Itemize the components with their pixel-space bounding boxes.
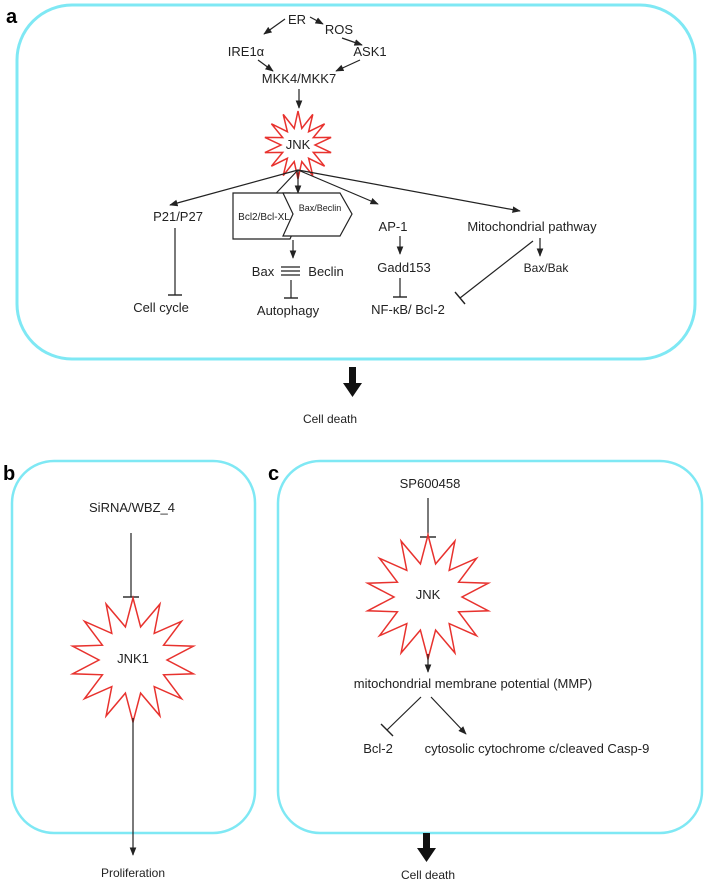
arrow-jnk-ap1 bbox=[297, 169, 379, 205]
arrow-ros-ask1 bbox=[341, 37, 363, 46]
panel-a-letter: a bbox=[6, 6, 18, 28]
panel-b: b SiRNA/WBZ_4 JNK1 Proliferation bbox=[3, 459, 257, 880]
er-label: ER bbox=[288, 12, 306, 27]
panel-c-border bbox=[276, 459, 704, 835]
mito-label: Mitochondrial pathway bbox=[467, 219, 597, 234]
inhibit-mito-line bbox=[459, 240, 534, 299]
panel-a-border bbox=[15, 3, 697, 361]
arrow-jnk-mito bbox=[297, 169, 521, 213]
cell-death-label-a: Cell death bbox=[303, 412, 357, 426]
mkk-label: MKK4/MKK7 bbox=[262, 71, 336, 86]
sp-label: SP600458 bbox=[400, 476, 461, 491]
panel-a: a ER ROS IRE1α ASK1 MKK4/MKK7 JNK P21/P2… bbox=[6, 3, 697, 426]
ap1-label: AP-1 bbox=[379, 219, 408, 234]
arrow-mmp-cytosolic bbox=[430, 696, 467, 735]
proliferation-label: Proliferation bbox=[101, 866, 165, 880]
ire1a-label: IRE1α bbox=[228, 44, 265, 59]
jnk-label-a: JNK bbox=[286, 137, 311, 152]
bcl2-label-c: Bcl-2 bbox=[363, 741, 393, 756]
bax-label: Bax bbox=[252, 264, 275, 279]
cell-cycle-label: Cell cycle bbox=[133, 300, 189, 315]
jnk-label-c: JNK bbox=[416, 587, 441, 602]
inhibit-mmp-bcl2-bar bbox=[380, 723, 394, 737]
ros-label: ROS bbox=[325, 22, 354, 37]
arrow-er-ros bbox=[309, 16, 324, 25]
thick-arrow-a bbox=[343, 367, 362, 397]
cell-death-label-c: Cell death bbox=[401, 868, 455, 882]
gadd153-label: Gadd153 bbox=[377, 260, 431, 275]
beclin-label: Beclin bbox=[308, 264, 343, 279]
arrow-ire1a-mkk bbox=[257, 59, 274, 72]
inhibit-mito-bar bbox=[454, 291, 466, 305]
thick-arrow-c bbox=[417, 833, 436, 862]
inhibit-mmp-bcl2-line bbox=[386, 696, 422, 731]
arrow-er-ire1a bbox=[263, 18, 286, 35]
cytosolic-label: cytosolic cytochrome c/cleaved Casp-9 bbox=[425, 741, 650, 756]
bax-beclin-box-label: Bax/Beclin bbox=[299, 203, 342, 213]
arrow-jnk-p21 bbox=[169, 169, 299, 207]
jnk1-label: JNK1 bbox=[117, 651, 149, 666]
arrow-ask1-mkk bbox=[335, 59, 361, 72]
mmp-label: mitochondrial membrane potential (MMP) bbox=[354, 676, 592, 691]
bcl2-bclxl-label: Bcl2/Bcl-XL bbox=[238, 212, 290, 223]
panel-c: c SP600458 JNK mitochondrial membrane po… bbox=[268, 459, 704, 882]
sirna-label: SiRNA/WBZ_4 bbox=[89, 500, 175, 515]
panel-c-letter: c bbox=[268, 463, 279, 485]
bax-bak-label: Bax/Bak bbox=[524, 261, 570, 275]
bax-beclin-box bbox=[282, 192, 353, 237]
ask1-label: ASK1 bbox=[353, 44, 386, 59]
nfkb-label: NF-κB/ Bcl-2 bbox=[371, 302, 445, 317]
p21-label: P21/P27 bbox=[153, 209, 203, 224]
autophagy-label: Autophagy bbox=[257, 303, 320, 318]
panel-b-letter: b bbox=[3, 463, 15, 485]
